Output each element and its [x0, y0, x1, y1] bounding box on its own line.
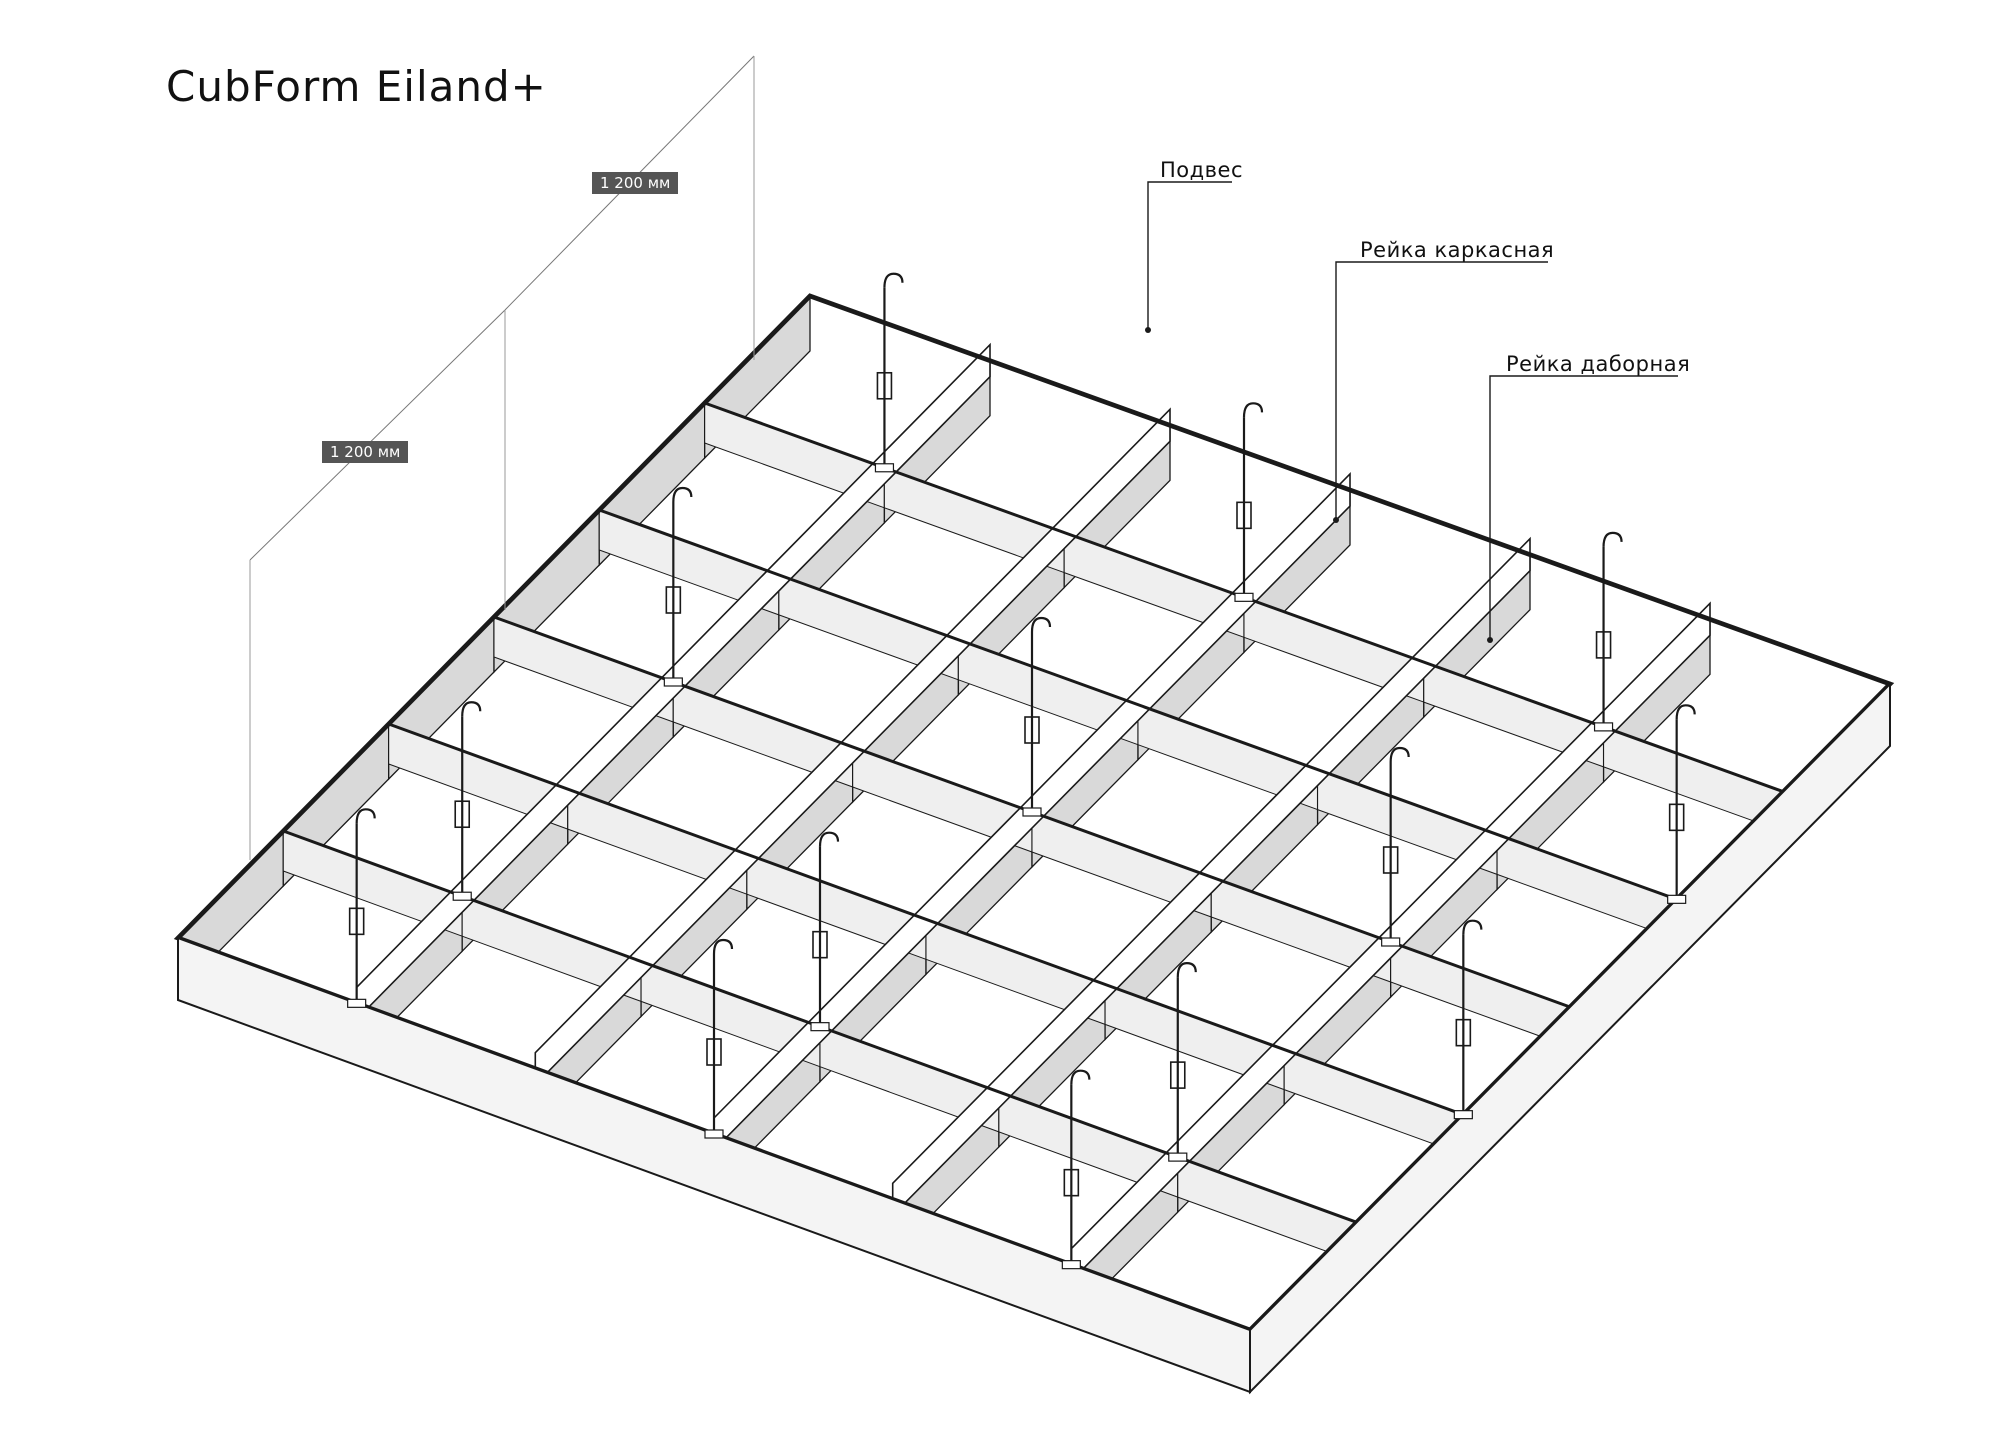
callout-fill-rail: Рейка даборная — [1506, 352, 1691, 376]
hanger-bracket — [874, 463, 895, 473]
hanger-hook — [1070, 1069, 1091, 1085]
hanger-hook — [1602, 531, 1623, 547]
callout-leader — [1489, 375, 1678, 640]
dimension-line-left — [249, 309, 506, 561]
hanger-hook — [355, 808, 376, 824]
dimension-label-left: 1 200 мм — [322, 441, 409, 463]
hanger-bracket — [1453, 1110, 1473, 1120]
hanger-clip — [1382, 846, 1399, 874]
hanger-hook — [1176, 962, 1197, 978]
hanger-bracket — [1381, 937, 1401, 947]
hanger-clip — [1236, 501, 1252, 530]
drawing-title: CubForm Eiland+ — [166, 62, 547, 111]
hanger-bracket — [1061, 1260, 1081, 1270]
hanger-clip — [1063, 1168, 1080, 1197]
callout-leader — [1335, 261, 1548, 520]
cross-rail — [388, 722, 1464, 1117]
hanger-clip — [812, 930, 828, 959]
outer-frame — [173, 293, 1895, 1395]
hanger-bracket — [452, 891, 472, 901]
hanger-hook — [818, 831, 840, 847]
hanger-clip — [1455, 1018, 1472, 1047]
callout-dot — [1145, 327, 1151, 333]
hanger-hook — [1389, 746, 1410, 763]
hanger-hook — [1242, 402, 1264, 418]
hanger-clip — [454, 800, 471, 829]
callout-hanger: Подвес — [1160, 158, 1244, 182]
hanger-clip — [1595, 631, 1612, 659]
hanger-clip — [1169, 1061, 1186, 1089]
dimension-label-top: 1 200 мм — [592, 172, 679, 194]
hanger-hook — [461, 701, 482, 717]
hanger-bracket — [663, 677, 683, 687]
callout-frame-rail: Рейка каркасная — [1360, 238, 1555, 262]
hanger-clip — [1024, 716, 1040, 744]
hanger-bracket — [1234, 592, 1254, 602]
hanger-bracket — [1593, 722, 1614, 732]
hanger-clip — [706, 1038, 722, 1066]
hanger-clip — [665, 586, 682, 614]
hanger-hook — [883, 272, 904, 288]
hanger-bracket — [347, 998, 367, 1008]
hanger-hook — [1030, 616, 1052, 633]
callout-dot — [1333, 517, 1339, 523]
hangers — [347, 272, 1696, 1270]
hanger-hook — [1675, 704, 1696, 720]
hanger-clip — [1668, 803, 1685, 832]
cross-rail — [598, 508, 1678, 901]
hanger-hook — [1462, 919, 1483, 935]
callout-dot — [1487, 637, 1493, 643]
hanger-hook — [712, 938, 734, 955]
hanger-hook — [672, 486, 693, 503]
hanger-bracket — [1022, 807, 1042, 817]
leader-lines — [249, 55, 1678, 860]
fill-panels — [176, 294, 1892, 1371]
hanger-clip — [876, 371, 893, 400]
hanger-bracket — [1168, 1152, 1188, 1162]
hanger-clip — [348, 907, 365, 936]
hanger-bracket — [1667, 894, 1687, 904]
callout-leader — [1147, 181, 1232, 330]
hanger-bracket — [704, 1129, 724, 1139]
hanger-bracket — [810, 1022, 830, 1032]
